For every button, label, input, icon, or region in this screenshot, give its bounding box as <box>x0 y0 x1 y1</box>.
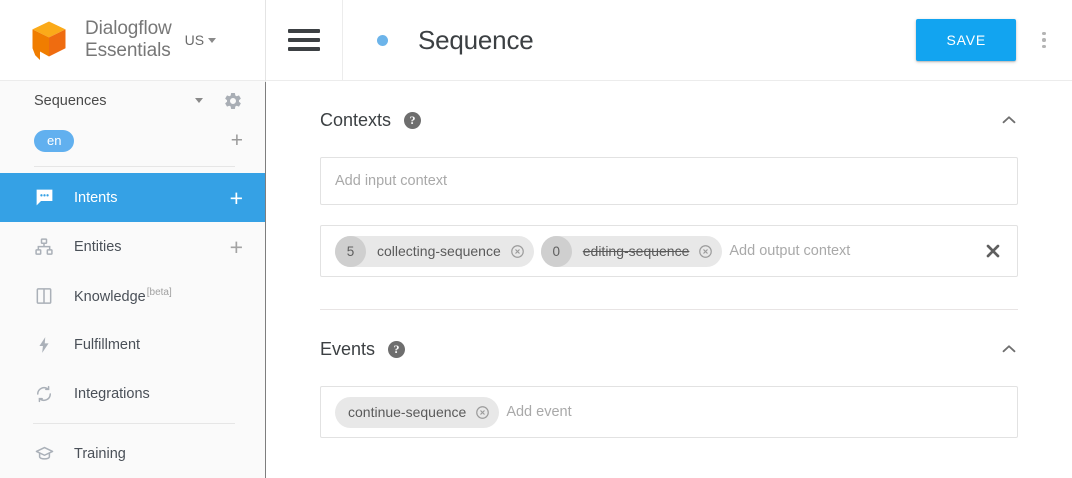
sidebar-nav: Intents + Entities + <box>0 173 265 478</box>
chip-remove-icon[interactable] <box>698 244 713 259</box>
sidebar-item-integrations[interactable]: Integrations <box>0 369 265 418</box>
chip-lifespan-badge[interactable]: 5 <box>335 235 366 267</box>
book-icon <box>33 285 55 307</box>
sidebar-item-entities[interactable]: Entities + <box>0 222 265 271</box>
sidebar: Dialogflow Essentials US Sequences en <box>0 0 272 478</box>
sidebar-item-label: Knowledge[beta] <box>74 287 243 305</box>
knowledge-text: Knowledge <box>74 288 146 305</box>
agent-name: Sequences <box>34 92 107 109</box>
chip-lifespan-badge[interactable]: 0 <box>540 235 572 267</box>
sidebar-item-label: Training <box>74 445 126 462</box>
title-area: Sequence <box>343 25 916 56</box>
help-circle-icon[interactable]: ? <box>388 340 406 358</box>
chip-label: collecting-sequence <box>377 243 501 259</box>
top-bar: Sequence SAVE <box>266 0 1072 81</box>
output-context-chip[interactable]: 0 editing-sequence <box>540 235 723 267</box>
region-label: US <box>184 32 205 48</box>
org-chart-icon <box>33 236 55 258</box>
events-section: Events ? continue-sequence <box>298 310 1040 438</box>
section-divider <box>320 309 1018 310</box>
content-area: Contexts ? Add input context 5 <box>266 81 1072 438</box>
sidebar-item-label: Integrations <box>74 385 150 402</box>
hamburger-icon[interactable] <box>266 0 342 81</box>
event-chip[interactable]: continue-sequence <box>335 396 500 428</box>
graduation-cap-icon <box>33 443 55 465</box>
contexts-section: Contexts ? Add input context 5 <box>298 81 1040 277</box>
sidebar-divider-top <box>34 166 235 167</box>
page-title: Sequence <box>418 24 534 55</box>
sidebar-item-training[interactable]: Training <box>0 429 265 478</box>
language-row: en + <box>0 121 265 162</box>
input-context-field[interactable]: Add input context <box>320 157 1018 205</box>
output-context-chip[interactable]: 5 collecting-sequence <box>335 235 534 267</box>
event-placeholder: Add event <box>506 404 572 420</box>
chevron-up-icon[interactable] <box>998 338 1020 360</box>
contexts-title: Contexts <box>320 109 392 130</box>
events-header: Events ? <box>298 332 1040 366</box>
gear-icon[interactable] <box>223 91 243 111</box>
beta-badge: [beta] <box>146 286 172 298</box>
main-panel: Sequence SAVE Contexts ? <box>266 0 1072 478</box>
sidebar-item-label: Fulfillment <box>74 336 141 353</box>
lightning-bolt-icon <box>33 334 55 356</box>
hamburger-bars <box>288 24 320 56</box>
sidebar-item-label: Intents <box>74 189 118 206</box>
add-entity-plus-icon[interactable]: + <box>229 233 243 260</box>
agent-chevron-down-icon[interactable] <box>195 98 203 104</box>
sidebar-item-label: Entities <box>74 238 122 255</box>
chat-bubble-icon <box>33 187 55 209</box>
refresh-cycle-icon <box>33 383 55 405</box>
save-button[interactable]: SAVE <box>916 19 1016 61</box>
help-circle-icon[interactable]: ? <box>404 111 422 129</box>
chip-label: continue-sequence <box>348 404 467 420</box>
chip-remove-icon[interactable] <box>510 244 525 259</box>
output-context-field[interactable]: 5 collecting-sequence 0 editing-sequence <box>320 225 1018 277</box>
add-intent-plus-icon[interactable]: + <box>229 184 243 211</box>
kebab-menu-icon[interactable] <box>1016 0 1072 81</box>
brand-header: Dialogflow Essentials US <box>0 0 265 81</box>
chip-label: editing-sequence <box>582 243 690 259</box>
sidebar-item-knowledge[interactable]: Knowledge[beta] <box>0 271 265 320</box>
language-chip-en[interactable]: en <box>34 130 75 153</box>
output-context-placeholder: Add output context <box>729 243 851 259</box>
add-language-plus-icon[interactable]: + <box>230 129 243 153</box>
events-title: Events <box>320 338 376 359</box>
input-context-placeholder: Add input context <box>335 173 448 189</box>
brand-title: Dialogflow Essentials <box>85 18 172 62</box>
brand-line-1: Dialogflow <box>85 18 172 39</box>
region-selector[interactable]: US <box>184 32 217 48</box>
sidebar-item-fulfillment[interactable]: Fulfillment <box>0 320 265 369</box>
topbar-divider <box>342 0 343 81</box>
chevron-down-icon <box>208 37 217 43</box>
contexts-header: Contexts ? <box>298 103 1040 137</box>
brand-line-2: Essentials <box>85 40 171 61</box>
close-x-icon[interactable] <box>983 241 1003 261</box>
chevron-up-icon[interactable] <box>998 109 1020 131</box>
intent-status-dot <box>377 34 388 46</box>
chip-remove-icon[interactable] <box>475 405 490 420</box>
agent-selector[interactable]: Sequences <box>0 81 265 121</box>
dialogflow-cube-icon <box>26 17 72 63</box>
events-field[interactable]: continue-sequence Add event <box>320 386 1018 438</box>
sidebar-divider-bottom <box>33 423 235 424</box>
sidebar-item-intents[interactable]: Intents + <box>0 173 265 222</box>
